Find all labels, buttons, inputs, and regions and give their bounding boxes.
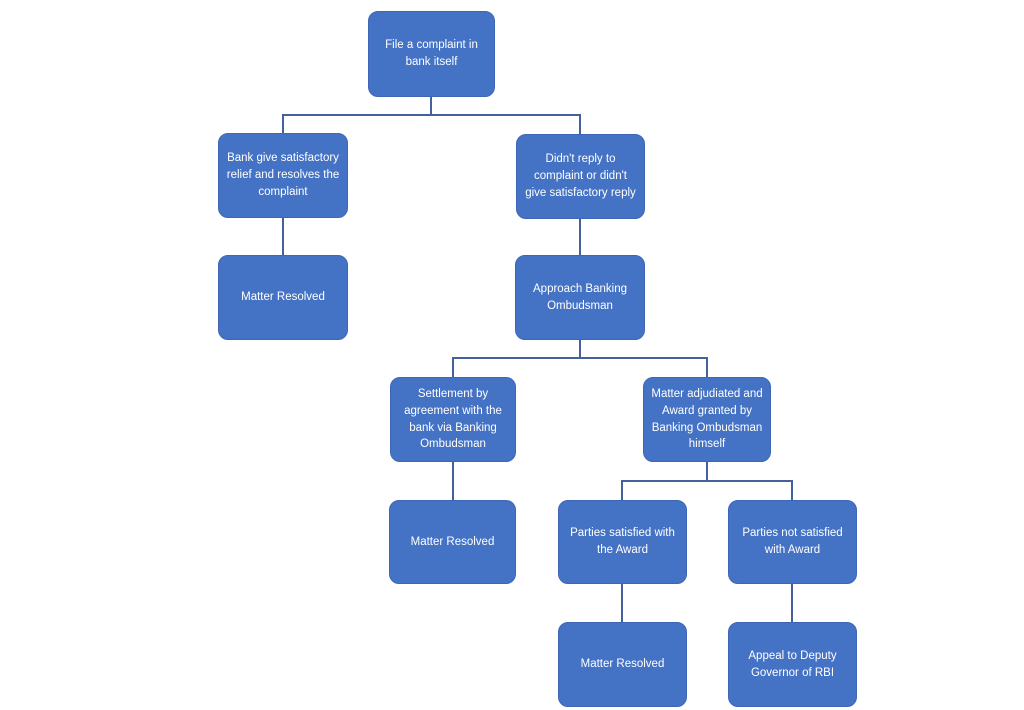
node-file-complaint: File a complaint in bank itself <box>368 11 495 97</box>
connector-root-stem <box>430 97 432 116</box>
node-approach-ombudsman: Approach Banking Ombudsman <box>515 255 645 340</box>
connector-adjudicated-branch <box>621 480 793 482</box>
connector-ombudsman-branch <box>452 357 708 359</box>
connector-to-no-reply <box>579 114 581 135</box>
connector-to-matter-resolved-3 <box>621 584 623 622</box>
connector-adjudicated-stem <box>706 462 708 482</box>
connector-to-settlement <box>452 357 454 378</box>
node-matter-resolved-2: Matter Resolved <box>389 500 516 584</box>
connector-ombudsman-stem <box>579 340 581 359</box>
node-adjudicated-award: Matter adjudiated and Award granted by B… <box>643 377 771 462</box>
connector-to-bank-satisfactory <box>282 114 284 134</box>
node-bank-satisfactory: Bank give satisfactory relief and resolv… <box>218 133 348 218</box>
connector-to-parties-not-satisfied <box>791 480 793 501</box>
connector-to-adjudicated <box>706 357 708 378</box>
connector-root-branch <box>282 114 581 116</box>
connector-to-appeal-deputy-governor <box>791 584 793 622</box>
connector-to-approach-ombudsman <box>579 219 581 255</box>
node-parties-satisfied: Parties satisfied with the Award <box>558 500 687 584</box>
node-matter-resolved-3: Matter Resolved <box>558 622 687 707</box>
node-settlement: Settlement by agreement with the bank vi… <box>390 377 516 462</box>
node-no-reply: Didn't reply to complaint or didn't give… <box>516 134 645 219</box>
connector-to-matter-resolved-1 <box>282 218 284 255</box>
node-parties-not-satisfied: Parties not satisfied with Award <box>728 500 857 584</box>
node-matter-resolved-1: Matter Resolved <box>218 255 348 340</box>
node-appeal-deputy-governor: Appeal to Deputy Governor of RBI <box>728 622 857 707</box>
connector-to-matter-resolved-2 <box>452 462 454 500</box>
connector-to-parties-satisfied <box>621 480 623 501</box>
